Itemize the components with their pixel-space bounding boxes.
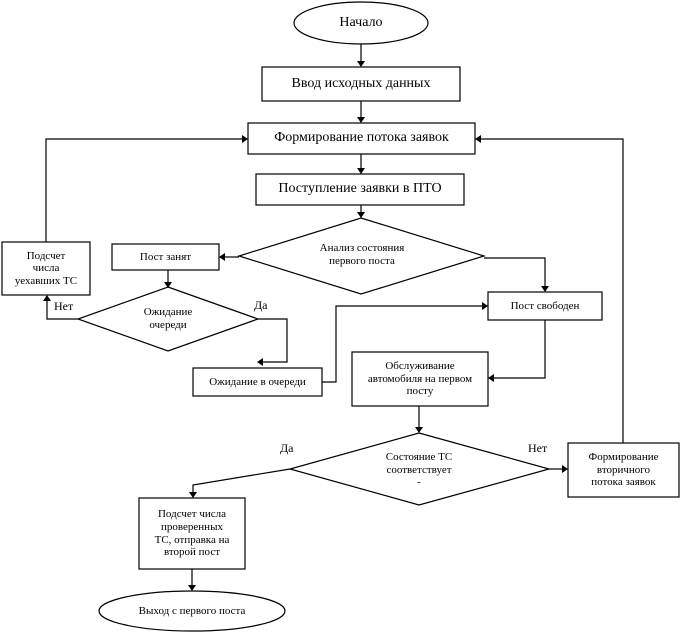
count-departed-label: Подсчет числа уехавших ТС <box>14 249 78 287</box>
arrowhead <box>164 282 172 288</box>
edge-analyze-free <box>484 257 546 286</box>
vehicle-state-diamond <box>287 432 552 506</box>
arrowhead <box>357 117 365 123</box>
edge-queue-no <box>46 301 78 320</box>
arrowhead <box>415 427 423 433</box>
form-stream-box <box>247 122 476 155</box>
service-first-post-label: Обслуживание автомобиля на первом посту <box>367 360 473 398</box>
arrowhead <box>482 302 488 310</box>
arrowhead <box>475 135 481 143</box>
count-checked-label: Подсчет числа проверенных ТС, отправка н… <box>154 508 230 559</box>
edge-waiting-free <box>322 305 482 383</box>
edge-secondary-form <box>481 138 624 443</box>
exit-first-post-label: Выход с первого поста <box>138 604 246 617</box>
edge-label-state-yes: Да <box>280 441 294 455</box>
secondary-stream-label: Формирование вторичного потока заявок <box>588 451 659 489</box>
post-busy-label: Пост занят <box>139 250 192 263</box>
edge-departed-form <box>45 138 242 242</box>
start-label: Начало <box>339 14 383 30</box>
arrowhead <box>488 374 494 382</box>
edge-free-service <box>494 320 546 379</box>
analyze-post-diamond <box>236 217 487 295</box>
waiting-queue-label: Ожидание очереди <box>143 306 193 331</box>
arrowhead <box>242 135 248 143</box>
input-data-box <box>261 66 461 102</box>
arrowhead <box>562 465 568 473</box>
edge-state-yes <box>192 468 291 492</box>
arrowhead <box>188 585 196 591</box>
arrowhead <box>189 492 197 498</box>
edge-label-queue-no: Нет <box>54 299 74 313</box>
edge-label-state-no: Нет <box>528 441 548 455</box>
arrowhead <box>43 295 51 301</box>
arrowhead <box>357 61 365 67</box>
arrowhead <box>219 253 225 261</box>
secondary-stream-box <box>567 442 680 498</box>
edge-label-queue-yes: Да <box>254 298 268 312</box>
count-checked-box <box>138 497 246 570</box>
waiting-in-queue-label: Ожидание в очереди <box>209 375 306 388</box>
vehicle-state-label: Состояние ТС соответствует - <box>385 451 453 489</box>
form-stream-label: Формирование потока заявок <box>274 130 449 146</box>
waiting-queue-diamond <box>76 286 260 352</box>
service-first-post-box <box>351 351 489 407</box>
arrowhead <box>257 358 263 366</box>
arrowhead <box>541 286 549 292</box>
arrowhead <box>357 212 365 218</box>
analyze-post-label: Анализ состояния первого поста <box>319 242 405 267</box>
input-data-label: Ввод исходных данных <box>291 75 431 91</box>
post-free-label: Пост свободен <box>510 299 580 312</box>
edge-queue-yes <box>258 318 288 363</box>
request-arrival-box <box>255 173 465 206</box>
waiting-in-queue-box <box>192 367 323 397</box>
request-arrival-label: Поступление заявки в ПТО <box>278 181 442 197</box>
arrowhead <box>357 168 365 174</box>
